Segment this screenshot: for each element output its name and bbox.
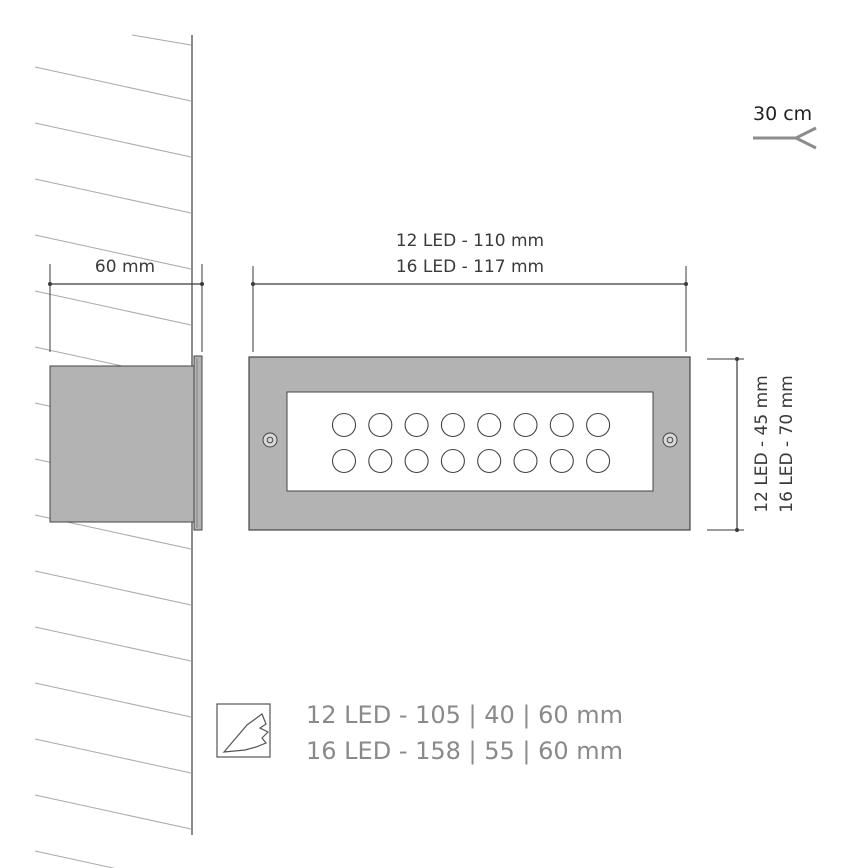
led-dot xyxy=(368,448,393,474)
hatch-line xyxy=(34,850,116,868)
wall-cutout-icon xyxy=(216,703,271,758)
screw-right xyxy=(662,432,678,448)
hatch-line xyxy=(34,290,192,326)
led-dot xyxy=(368,412,393,438)
hatch-line xyxy=(34,682,192,718)
height-label-12led: 12 LED - 45 mm xyxy=(752,375,772,512)
led-grid xyxy=(331,412,611,474)
led-dot xyxy=(477,448,502,474)
cutout-spec-16led: 16 LED - 158 | 55 | 60 mm xyxy=(306,737,623,765)
height-label-16led: 16 LED - 70 mm xyxy=(777,375,797,512)
led-dot xyxy=(440,448,465,474)
cable-length-label: 30 cm xyxy=(753,103,812,125)
led-dot xyxy=(440,412,465,438)
hatch-line xyxy=(34,626,192,662)
led-dot xyxy=(404,412,429,438)
front-view-faceplate xyxy=(248,356,691,531)
hatch-line xyxy=(34,794,192,830)
front-height-dimension xyxy=(707,357,744,532)
width-label-16led: 16 LED - 117 mm xyxy=(396,257,544,277)
wall-hatching xyxy=(34,34,192,868)
front-width-dimension xyxy=(251,266,688,352)
led-dot xyxy=(513,412,538,438)
led-dot xyxy=(586,448,611,474)
screw-left xyxy=(262,432,278,448)
width-label-12led: 12 LED - 110 mm xyxy=(396,231,544,251)
led-dot xyxy=(331,412,357,438)
depth-label: 60 mm xyxy=(95,257,155,277)
hatch-line xyxy=(34,66,192,102)
led-dot xyxy=(513,448,538,474)
led-dot xyxy=(549,412,574,438)
hatch-line xyxy=(34,738,192,774)
hatch-line xyxy=(131,34,192,46)
hatch-line xyxy=(34,178,192,214)
cable-icon xyxy=(753,126,817,150)
led-dot xyxy=(404,448,429,474)
hatch-line xyxy=(34,234,192,270)
cutout-spec-12led: 12 LED - 105 | 40 | 60 mm xyxy=(306,701,623,729)
side-view-housing xyxy=(49,355,203,531)
led-dot xyxy=(331,448,357,474)
side-depth-dimension xyxy=(48,264,204,352)
led-dot xyxy=(477,412,502,438)
hatch-line xyxy=(34,122,192,158)
led-dot xyxy=(549,448,574,474)
led-dot xyxy=(586,412,611,438)
hatch-line xyxy=(34,570,192,606)
